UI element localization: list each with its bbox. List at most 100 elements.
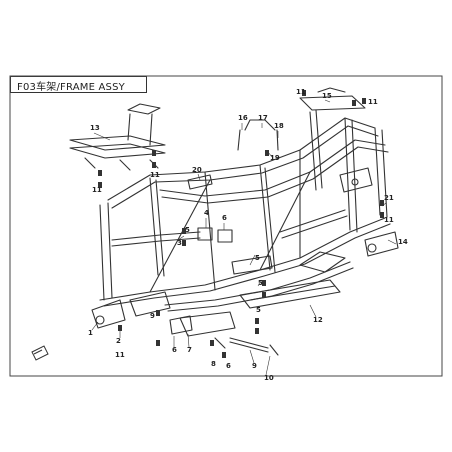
bolt-icon [265, 150, 269, 156]
callout-11: 11 [115, 351, 125, 359]
engine-mount-block-b [217, 229, 233, 243]
upper-stem-18 [276, 129, 279, 151]
callout-5: 5 [255, 254, 260, 262]
rear-upright [309, 111, 317, 191]
front-lower-bracket-b [129, 291, 171, 317]
upper-stem-16 [237, 129, 241, 151]
sheet-border [9, 75, 443, 377]
callout-11: 11 [150, 171, 160, 179]
callout-10: 10 [264, 374, 274, 382]
upper-right-rail-inner [161, 146, 389, 204]
front-crossbar [111, 231, 201, 241]
fasteners [98, 90, 384, 358]
mount-bracket-6 [169, 315, 193, 335]
rear-post-b-inner [381, 129, 388, 218]
callout-5: 5 [256, 306, 261, 314]
callout-5: 5 [185, 226, 190, 234]
front-rack-top-tab [127, 103, 161, 115]
callout-8: 8 [211, 360, 216, 368]
front-post-mid-inner [155, 179, 165, 277]
bolt-icon [222, 352, 226, 358]
front-rack-bracket-lower [69, 143, 166, 159]
rear-bracket-12 [299, 251, 346, 273]
callout-7: 7 [187, 346, 192, 354]
rear-post-a-inner [351, 119, 358, 233]
bolt-icon [98, 182, 102, 188]
bolt-icon [255, 328, 259, 334]
bolt-icon [210, 340, 214, 346]
callout-11: 11 [296, 88, 306, 96]
skid-rod-9 [229, 337, 269, 349]
front-crossbar-inner [111, 237, 201, 247]
rear-post-a [344, 117, 351, 231]
bolt-icon [118, 325, 122, 331]
engine-mount-block-a [197, 227, 213, 241]
rear-crossbar [279, 209, 346, 233]
callout-15: 15 [322, 92, 332, 100]
bolt-icon [262, 280, 266, 286]
front-post-left [99, 204, 105, 301]
bolt-icon [152, 150, 156, 156]
callout-1: 1 [88, 329, 93, 337]
rear-post-b [374, 127, 381, 216]
diag-brace-a [149, 179, 211, 293]
callout-13: 13 [90, 124, 100, 132]
bolt-icon [380, 200, 384, 206]
bolt-icon [380, 212, 384, 218]
bolt-icon [182, 228, 186, 234]
callout-6: 6 [222, 214, 227, 222]
rear-rack-tab [317, 87, 346, 93]
front-post-left-inner [107, 202, 113, 299]
front-pivot [95, 315, 105, 325]
bolt-icon [182, 240, 186, 246]
callout-2: 2 [116, 337, 121, 345]
callout-17: 17 [258, 114, 268, 122]
upper-left-rail-inner [111, 125, 379, 209]
upper-right-rail [159, 139, 386, 197]
view-direction-icon [31, 345, 49, 361]
bolt-icon [362, 98, 366, 104]
rear-crossbar-inner [281, 215, 348, 239]
leader-lines [91, 99, 397, 376]
callout-19: 19 [270, 154, 280, 162]
callout-11: 11 [92, 186, 102, 194]
bolt-icon [156, 340, 160, 346]
mid-brace-a [204, 171, 216, 291]
rear-rack-top-bracket [299, 95, 366, 111]
callout-20: 20 [192, 166, 202, 174]
bolt-icon [302, 90, 306, 96]
callout-21: 21 [384, 194, 394, 202]
bolt-icon [255, 318, 259, 324]
rear-upright-inner [315, 109, 323, 189]
callout-3: 3 [177, 239, 182, 247]
callout-6: 6 [172, 346, 177, 354]
skid-rod-ends [214, 337, 279, 356]
callout-9: 9 [252, 362, 257, 370]
footrest-frame [239, 279, 341, 309]
callout-11: 11 [384, 216, 394, 224]
tow-hitch-hole [367, 243, 377, 253]
tow-hitch [364, 231, 399, 257]
lower-right-rail-inner [167, 267, 354, 312]
bolt-icon [152, 162, 156, 168]
lower-left-rail [99, 217, 386, 301]
front-rack-feet [84, 157, 159, 171]
front-rack-legs [127, 113, 153, 146]
bolt-icon [262, 292, 266, 298]
rear-shock-mount [339, 167, 373, 193]
callout-6: 6 [226, 362, 231, 370]
bracket-20 [187, 174, 213, 190]
front-post-mid [149, 177, 159, 276]
callout-18: 18 [274, 122, 284, 130]
callout-12: 12 [313, 316, 323, 324]
mid-brace-b-inner [264, 167, 276, 273]
upper-left-rail [107, 117, 376, 201]
skid-rod-9-inner [229, 341, 269, 353]
diag-brace-b [259, 171, 311, 271]
bolt-icon [98, 170, 102, 176]
callout-9: 9 [150, 312, 155, 320]
bolt-icon [156, 310, 160, 316]
callout-4: 4 [204, 209, 209, 217]
bolt-icon [352, 100, 356, 106]
